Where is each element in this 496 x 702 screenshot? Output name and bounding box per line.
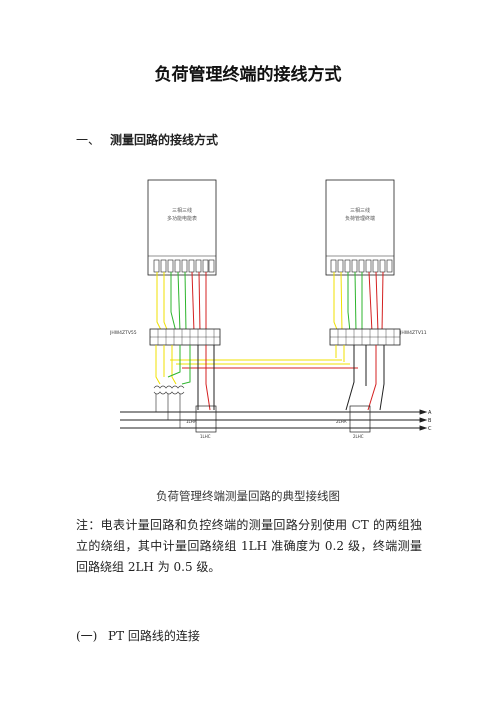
ct-right: 2LHA 2LHC <box>336 405 371 439</box>
wiring-diagram: 三相三线 多功能电能表 三相三线 负荷管理终端 <box>110 179 432 439</box>
meter-label-line2: 多功能电能表 <box>167 215 197 222</box>
subsection-heading: (一) PT 回路线的连接 <box>76 627 200 644</box>
left-lower-wires <box>155 345 215 411</box>
ct-right-label: 2LHA <box>336 419 347 424</box>
phase-label-c: C <box>428 426 432 432</box>
section-heading-1: 一、测量回路的接线方式 <box>76 131 218 148</box>
phase-label-b: B <box>428 418 432 424</box>
figure-caption: 负荷管理终端测量回路的典型接线图 <box>156 489 340 503</box>
section-title: 测量回路的接线方式 <box>110 133 219 147</box>
left-block-label: JHW4ZTV55 <box>110 330 137 336</box>
section-number: 一、 <box>76 133 101 147</box>
ct-right-bottom-label: 2LHC <box>353 434 364 439</box>
subsection-title: PT 回路线的连接 <box>108 629 200 643</box>
ct-left-label: 1LHA <box>186 419 197 424</box>
cross-wires <box>170 359 358 369</box>
right-wires <box>333 271 384 333</box>
left-wires <box>156 271 207 333</box>
pt-transformer <box>153 385 185 428</box>
document-title: 负荷管理终端的接线方式 <box>154 65 342 85</box>
right-block-label: JHW4ZTV11 <box>399 330 427 336</box>
right-lower-wires <box>335 345 385 411</box>
terminal-box: 三相三线 负荷管理终端 <box>325 179 395 276</box>
ct-left: 1LHA 1LHC <box>186 405 217 439</box>
meter-label-line1: 三相三线 <box>172 207 192 214</box>
right-terminal-block: JHW4ZTV11 <box>329 328 427 346</box>
subsection-number: (一) <box>76 629 98 643</box>
ct-left-bottom-label: 1LHC <box>200 434 211 439</box>
meter-box: 三相三线 多功能电能表 <box>147 179 217 276</box>
phase-label-a: A <box>428 410 432 416</box>
meter-terminals <box>153 259 215 273</box>
note-paragraph: 注：电表计量回路和负控终端的测量回路分别使用 CT 的两组独立的绕组，其中计量回… <box>76 518 422 574</box>
terminal-label-line1: 三相三线 <box>350 207 370 214</box>
left-terminal-block: JHW4ZTV55 <box>110 328 221 346</box>
terminal-label-line2: 负荷管理终端 <box>345 215 375 222</box>
terminal-terminals <box>330 259 393 273</box>
bus-lines <box>120 409 428 431</box>
